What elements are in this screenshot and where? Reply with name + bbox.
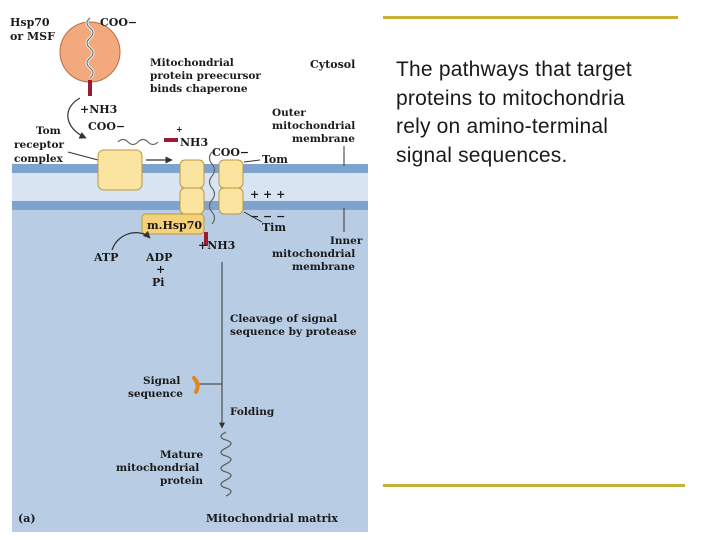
caption-line-2: proteins to mitochondria: [396, 86, 625, 110]
nh3-bottom-label: +NH3: [198, 239, 235, 252]
signal-sequence-label-2: sequence: [128, 388, 183, 400]
mitochondrial-import-diagram: Hsp70 or MSF COO− Mitochondrial protein …: [10, 16, 368, 532]
caption-line-1: The pathways that target: [396, 58, 632, 81]
precursor-label-2: protein preecursor: [150, 70, 261, 82]
outer-membrane-label-1: Outer: [272, 107, 306, 119]
tom-pore-right: [218, 159, 244, 189]
caption-line-4: signal sequences.: [396, 143, 568, 167]
tom-receptor-block: [97, 149, 143, 191]
mhsp70-label: m.Hsp70: [147, 219, 202, 232]
plus-label: +: [156, 263, 165, 276]
bottom-rule: [383, 484, 685, 487]
outer-membrane-label-3: membrane: [292, 133, 355, 145]
hsp70-label-2: or MSF: [10, 30, 55, 43]
matrix-label: Mitochondrial matrix: [206, 512, 338, 525]
presequence-mid: [164, 138, 178, 142]
caption: The pathways that target proteins to mit…: [396, 56, 696, 170]
pi-label: Pi: [152, 276, 164, 289]
adp-label: ADP: [145, 251, 172, 264]
cleaved-signal-sequence: [192, 376, 200, 394]
nh3-left-label: +NH3: [80, 103, 117, 116]
tom-pore-left: [179, 159, 205, 189]
tom-receptor-pointer: [67, 151, 99, 161]
panel-label: (a): [18, 512, 36, 525]
mhsp70-block: [141, 213, 205, 235]
nh3-mid-plus: +: [176, 124, 183, 134]
nh3-mid-label: NH3: [180, 136, 208, 149]
plus-signs: + + +: [250, 188, 285, 201]
tom-receptor-label-3: complex: [14, 153, 64, 165]
tim-label: Tim: [262, 221, 286, 234]
cytosol-label: Cytosol: [310, 58, 355, 71]
coo-mid-label: COO−: [88, 120, 125, 133]
translocating-chain: [208, 151, 216, 225]
matrix-region: [12, 210, 368, 532]
tom-label: Tom: [262, 153, 288, 166]
precursor-chain-mid: [117, 138, 159, 146]
inner-membrane-label-2: mitochondrial: [272, 248, 355, 260]
top-rule: [383, 16, 678, 19]
tom-receptor-label-2: receptor: [14, 139, 64, 151]
tim-pore-left: [179, 187, 205, 215]
coo-top-label: COO−: [100, 16, 137, 29]
outer-membrane-label-2: mitochondrial: [272, 120, 355, 132]
signal-sequence-label-1: Signal: [143, 375, 180, 387]
coo-right-label: COO−: [212, 146, 249, 159]
mature-label-2: mitochondrial: [116, 462, 199, 474]
tom-receptor-label-1: Tom: [36, 125, 61, 137]
atp-hydrolysis-arrow: [111, 230, 151, 251]
atp-label: ATP: [93, 251, 118, 264]
mature-protein-coil: [220, 431, 232, 497]
inner-membrane-label-3: membrane: [292, 261, 355, 273]
folding-label: Folding: [230, 406, 275, 418]
tim-pore-right: [218, 187, 244, 215]
transfer-arrow: [67, 97, 87, 139]
hsp70-label-1: Hsp70: [10, 16, 50, 29]
tom-pointer: [243, 159, 261, 163]
cleavage-label-2: sequence by protease: [230, 326, 357, 338]
precursor-label-3: binds chaperone: [150, 83, 248, 95]
hsp70-chaperone: [59, 21, 121, 83]
presequence-top: [88, 80, 92, 96]
precursor-label-1: Mitochondrial: [150, 57, 234, 69]
tim-pointer: [243, 211, 263, 223]
inner-membrane-label-1: Inner: [330, 235, 363, 247]
presequence-bottom: [204, 232, 208, 246]
mature-label-1: Mature: [160, 449, 203, 461]
mature-label-3: protein: [160, 475, 203, 487]
caption-line-3: rely on amino-terminal: [396, 115, 609, 138]
cleavage-label-1: Cleavage of signal: [230, 313, 337, 325]
